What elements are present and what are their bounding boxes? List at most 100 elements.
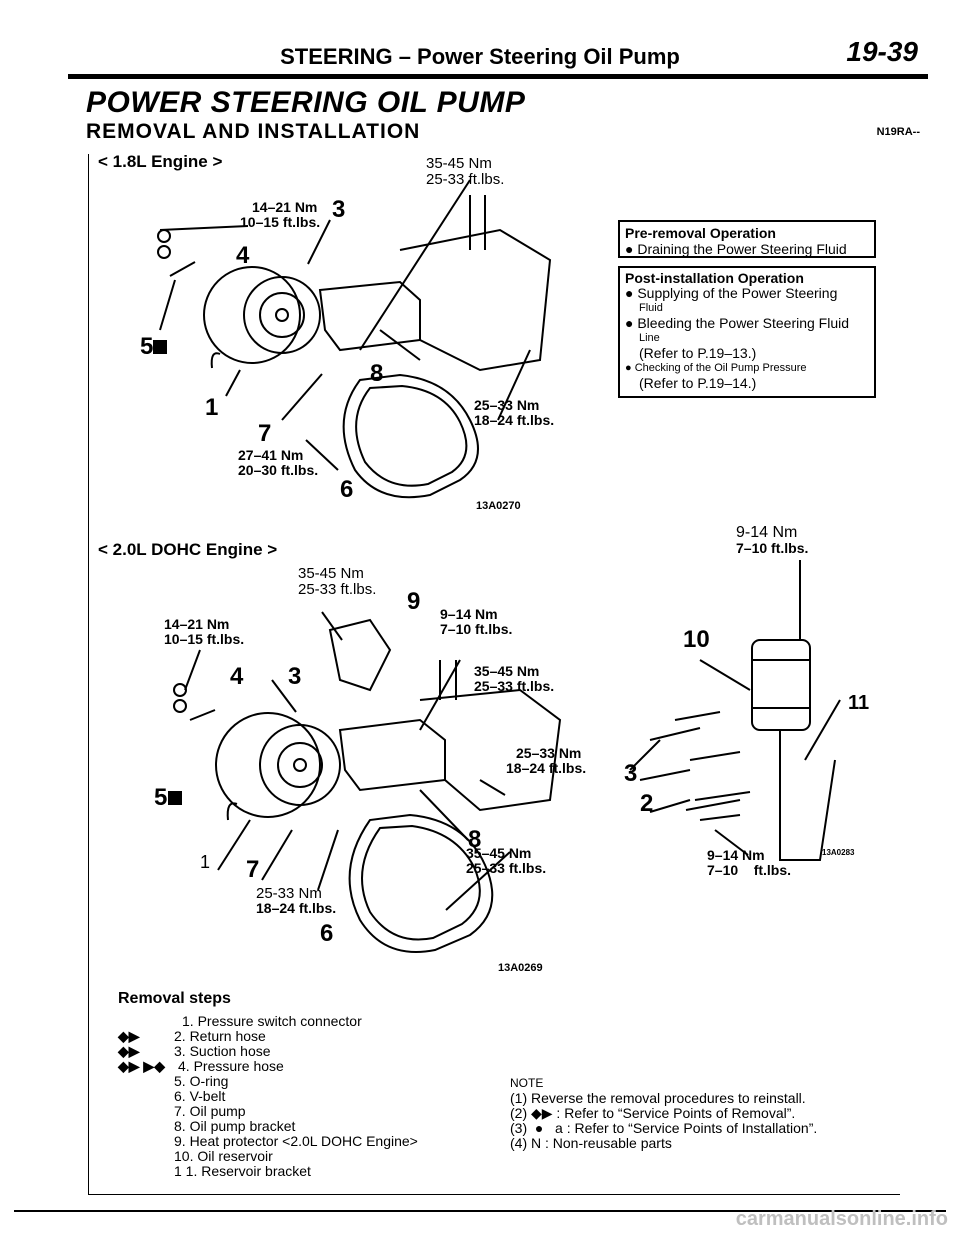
post-install-line-6: ● Checking of the Oil Pump Pressure [625, 362, 807, 374]
fig3-torque-top-nm: 9-14 Nm [736, 524, 798, 541]
nonreusable-marker-1 [153, 340, 167, 354]
fig1-label-3: 3 [332, 196, 346, 223]
header-rule [68, 74, 928, 79]
page-number: 19-39 [846, 36, 918, 67]
oil-pump-1 [203, 266, 301, 364]
fig2-torque-right-nm: 25–33 Nm [516, 745, 582, 761]
fig3-torque-bottom-ft: 7–10 ft.lbs. [707, 862, 792, 878]
fig3-label-11: 11 [848, 692, 870, 714]
post-installation-heading: Post-installation Operation [625, 270, 804, 286]
bracket-2 [338, 718, 446, 792]
fig2-label-7: 7 [246, 856, 260, 883]
note-line-1: (1) Reverse the removal procedures to re… [510, 1090, 806, 1106]
fig2-torque-9-ft: 7–10 ft.lbs. [440, 621, 513, 637]
fig2-torque-mid-ft: 25–33 ft.lbs. [474, 678, 555, 694]
fig1-label-7: 7 [258, 420, 272, 447]
hose-2 [639, 769, 691, 781]
post-install-line-1: ● Supplying of the Power Steering [625, 285, 838, 301]
post-install-line-2: Fluid [639, 302, 663, 314]
fig2-torque-bottom-ft: 18–24 ft.lbs. [256, 900, 337, 916]
fig1-figure-code: 13A0270 [476, 500, 521, 512]
fig1-torque-right-ft: 18–24 ft.lbs. [474, 412, 555, 428]
fig2-engine-label: < 2.0L DOHC Engine > [98, 540, 278, 559]
hose-4 [169, 261, 196, 277]
fig2-torque-bottom-nm: 25-33 Nm [256, 885, 322, 902]
fig2-torque-right-ft: 18–24 ft.lbs. [506, 760, 587, 776]
fig2-label-6: 6 [320, 920, 334, 947]
fig2-torque-low-ft: 25–33 ft.lbs. [466, 860, 547, 876]
fig1-label-1: 1 [205, 394, 219, 421]
fig1-label-4: 4 [236, 242, 250, 269]
post-installation-box: Post-installation Operation ● Supplying … [618, 266, 876, 398]
note-line-4: (4) N : Non-reusable parts [510, 1135, 672, 1151]
fig1-torque-right-nm: 25–33 Nm [474, 397, 540, 413]
oil-reservoir [751, 639, 811, 731]
oil-pump-2 [215, 712, 321, 818]
post-install-line-3: ● Bleeding the Power Steering Fluid [625, 315, 850, 331]
fig2-figure-code: 13A0269 [498, 962, 543, 974]
fig1-torque-left-nm: 14–21 Nm [252, 199, 318, 215]
fig2-torque-left-nm: 14–21 Nm [164, 616, 230, 632]
fig2-label-1: 1 [200, 852, 211, 872]
list-item: 5. O-ring [174, 1073, 229, 1089]
fig2-label-3: 3 [288, 663, 302, 690]
footer-rule-1 [88, 1194, 900, 1195]
fig2-torque-top-nm: 35-45 Nm [298, 565, 364, 582]
left-margin-rule [88, 154, 89, 1194]
post-install-line-5: (Refer to P.19–13.) [639, 345, 757, 361]
list-item: ◆▶3. Suction hose [118, 1043, 271, 1059]
fig2-torque-low-nm: 35–45 Nm [466, 845, 532, 861]
running-header: STEERING – Power Steering Oil Pump [280, 44, 680, 69]
footer-rule-2 [14, 1210, 946, 1212]
note-line-3: (3) ● a : Refer to “Service Points of In… [510, 1120, 818, 1136]
list-item: 1. Pressure switch connector [182, 1013, 362, 1029]
heat-protector [328, 618, 392, 692]
pre-removal-heading: Pre-removal Operation [625, 225, 776, 241]
note-block: NOTE (1) Reverse the removal procedures … [510, 1076, 817, 1151]
fig3-label-10: 10 [683, 626, 710, 653]
fig2-torque-left-ft: 10–15 ft.lbs. [164, 631, 245, 647]
fig1-torque-left-ft: 10–15 ft.lbs. [240, 214, 321, 230]
fig2-label-9: 9 [407, 588, 421, 615]
list-item: 6. V-belt [174, 1088, 226, 1104]
fig3-torque-top-ft: 7–10 ft.lbs. [736, 540, 809, 556]
fig2-label-5: 5 [154, 784, 168, 811]
fig1-torque-bottom-nm: 27–41 Nm [238, 447, 304, 463]
fig2-torque-9-nm: 9–14 Nm [440, 606, 498, 622]
bracket-1 [318, 280, 421, 352]
list-item: ◆▶2. Return hose [118, 1028, 266, 1044]
list-item: ◆▶ ▶◆4. Pressure hose [118, 1058, 284, 1074]
fig3-label-3: 3 [624, 760, 638, 787]
fig1-torque-bottom-ft: 20–30 ft.lbs. [238, 462, 319, 478]
fig1-torque-top-ft: 25-33 ft.lbs. [426, 171, 505, 188]
list-item: 10. Oil reservoir [174, 1148, 273, 1164]
fig2-torque-mid-nm: 35–45 Nm [474, 663, 540, 679]
pre-removal-box: Pre-removal Operation ● Draining the Pow… [618, 220, 876, 258]
hose-3 [649, 727, 701, 741]
pre-removal-item: ● Draining the Power Steering Fluid [625, 241, 847, 257]
section-subtitle: REMOVAL AND INSTALLATION [86, 120, 421, 143]
removal-steps-heading: Removal steps [118, 990, 231, 1007]
watermark: carmanualsonline.info [735, 1208, 948, 1230]
fig1-label-6: 6 [340, 476, 354, 503]
fig1-label-5: 5 [140, 333, 154, 360]
list-item: 9. Heat protector <2.0L DOHC Engine> [174, 1133, 418, 1149]
fig2-torque-top-ft: 25-33 ft.lbs. [298, 581, 377, 598]
fig3-figure-code: 13A0283 [822, 848, 855, 857]
fig1-torque-top-nm: 35-45 Nm [426, 155, 492, 172]
list-item: 8. Oil pump bracket [174, 1118, 296, 1134]
note-line-2: (2) ◆▶ : Refer to “Service Points of Rem… [510, 1105, 796, 1121]
list-item: 1 1. Reservoir bracket [174, 1163, 311, 1179]
section-code: N19RA-- [876, 126, 920, 138]
removal-steps: Removal steps 1. Pressure switch connect… [118, 990, 418, 1179]
note-heading: NOTE [510, 1076, 544, 1090]
fig3-label-2: 2 [640, 790, 654, 817]
post-install-line-4: Line [639, 332, 660, 344]
fig2-label-4: 4 [230, 663, 244, 690]
list-item: 7. Oil pump [174, 1103, 246, 1119]
fig1-engine-label: < 1.8L Engine > [98, 152, 223, 171]
fig1-label-8: 8 [370, 360, 384, 387]
nonreusable-marker-2 [168, 791, 182, 805]
post-install-line-7: (Refer to P.19–14.) [639, 375, 757, 391]
